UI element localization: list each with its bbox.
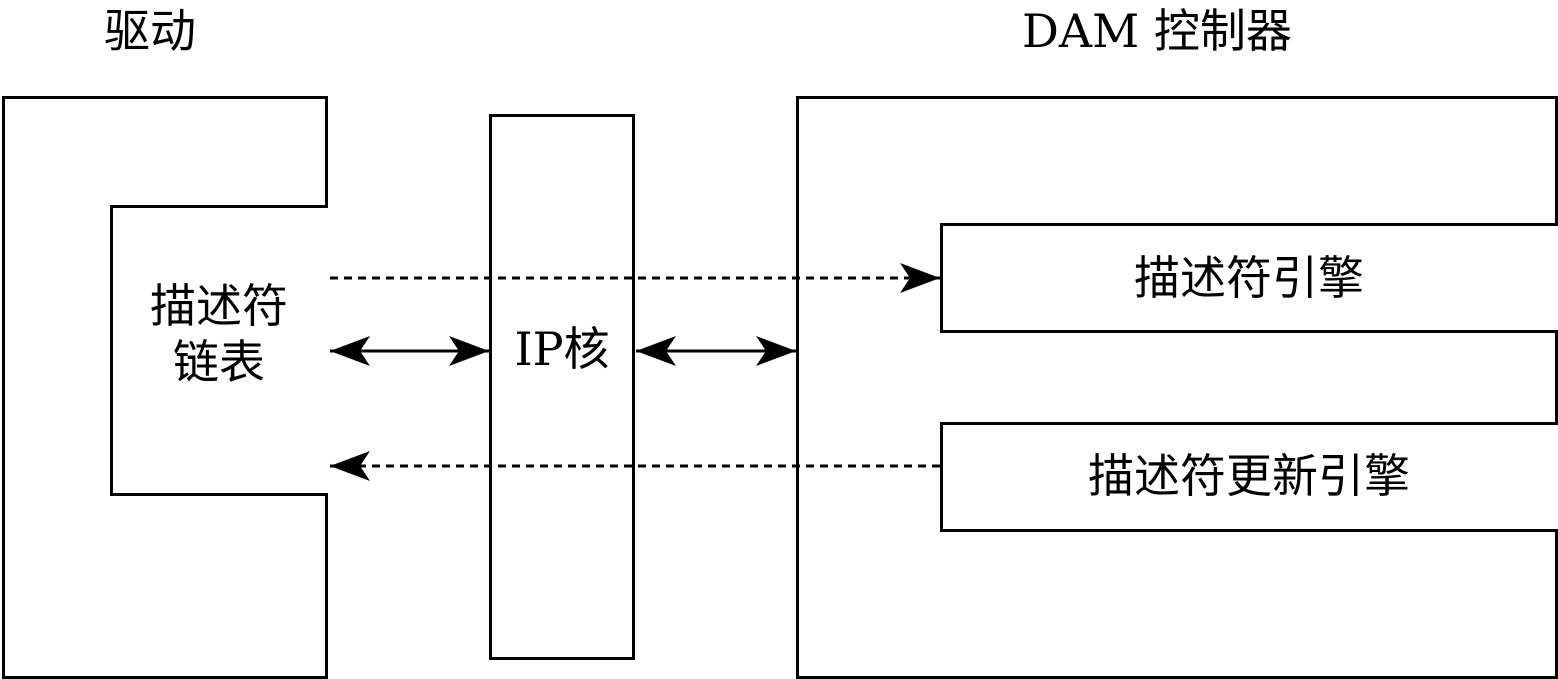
descriptor-engine-box xyxy=(940,223,1558,333)
descriptor-update-engine-box xyxy=(940,422,1558,532)
driver-title: 驱动 xyxy=(104,4,196,58)
ip-core-box xyxy=(489,114,635,660)
descriptor-update-engine-label: 描述符更新引擎 xyxy=(1088,449,1410,503)
descriptor-list-label-line1: 描述符 xyxy=(150,279,288,333)
descriptor-list-box xyxy=(110,205,328,496)
descriptor-list-label: 描述符 链表 xyxy=(110,278,328,390)
descriptor-engine-label: 描述符引擎 xyxy=(1134,251,1364,305)
descriptor-list-label-line2: 链表 xyxy=(173,335,265,389)
dam-controller-title: DAM 控制器 xyxy=(1022,4,1292,58)
ip-core-label: IP核 xyxy=(514,322,610,376)
dam-controller-box xyxy=(796,96,1558,679)
